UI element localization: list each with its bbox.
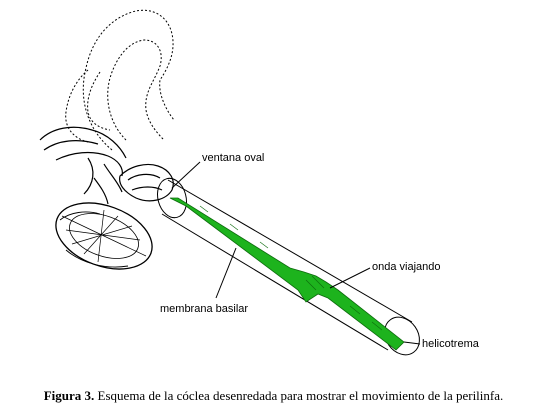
label-helicotrema: helicotrema <box>422 338 480 350</box>
basilar-membrane <box>169 197 405 351</box>
semicircular-canals <box>65 9 175 151</box>
ventana-oval-leader <box>171 161 201 189</box>
eardrum <box>55 202 153 270</box>
cochlea-tube <box>157 177 420 356</box>
leader-lines <box>171 161 421 345</box>
oval-window-circle <box>157 177 187 219</box>
membrane-shape <box>169 197 405 351</box>
membrana-basilar-leader <box>215 247 237 299</box>
figure-caption: Figura 3. Esquema de la cóclea desenreda… <box>0 388 547 404</box>
ossicles <box>39 126 174 205</box>
caption-text: Esquema de la cóclea desenredada para mo… <box>94 388 504 403</box>
helicotrema-end <box>384 316 420 356</box>
label-membrana-basilar: membrana basilar <box>160 303 248 315</box>
caption-prefix: Figura 3. <box>43 388 95 403</box>
onda-viajando-leader <box>329 267 371 289</box>
helicotrema-leader <box>403 341 421 345</box>
membrane-hatching <box>199 205 383 331</box>
label-onda-viajando: onda viajando <box>372 261 441 273</box>
label-ventana-oval: ventana oval <box>202 152 264 164</box>
